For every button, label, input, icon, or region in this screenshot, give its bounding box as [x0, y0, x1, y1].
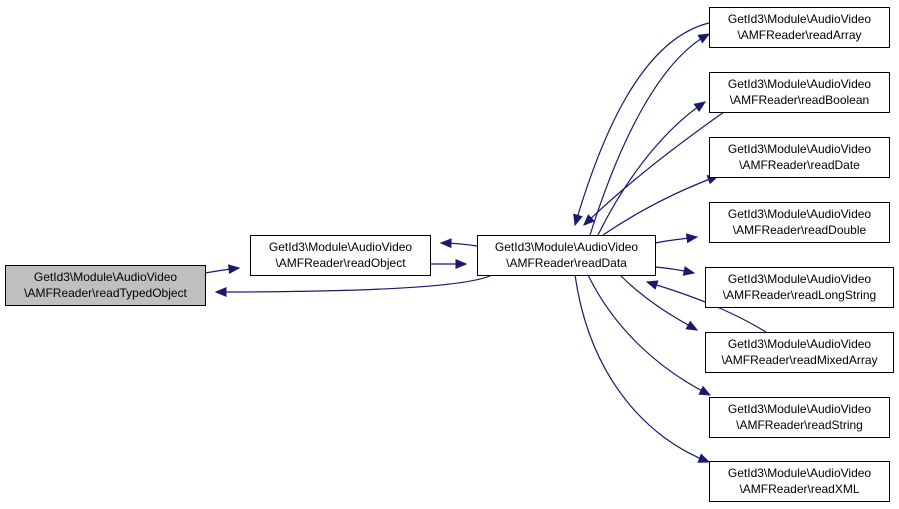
edge-line [589, 33, 710, 236]
arrowhead [685, 233, 699, 244]
node-readMixedArray[interactable]: GetId3\Module\AudioVideo \AMFReader\readM… [705, 332, 894, 373]
arrowhead [682, 266, 696, 276]
edge-readData-to-readBoolean [597, 101, 707, 236]
nodes-layer: GetId3\Module\AudioVideo \AMFReader\readT… [5, 7, 894, 502]
node-readBoolean[interactable]: GetId3\Module\AudioVideo \AMFReader\readB… [709, 72, 890, 113]
node-label-line1: GetId3\Module\AudioVideo [728, 466, 872, 480]
edge-line [574, 274, 710, 463]
arrowhead [697, 33, 711, 44]
arrowhead [228, 264, 241, 274]
node-label-line1: GetId3\Module\AudioVideo [728, 207, 872, 221]
node-label-line2: \AMFReader\readXML [739, 482, 859, 496]
arrowhead [697, 453, 711, 463]
arrowhead [583, 214, 595, 226]
edge-readData-to-readTypedObject [214, 274, 493, 297]
node-label-line1: GetId3\Module\AudioVideo [728, 12, 872, 26]
edge-readData-to-readMixedArray [619, 274, 699, 331]
node-box[interactable] [250, 235, 431, 276]
node-box[interactable] [709, 397, 890, 438]
arrowhead [573, 213, 583, 227]
node-box[interactable] [705, 332, 894, 373]
node-label-line1: GetId3\Module\AudioVideo [728, 272, 872, 286]
edge-line [583, 111, 725, 226]
node-readDouble[interactable]: GetId3\Module\AudioVideo \AMFReader\readD… [709, 202, 890, 243]
node-readData[interactable]: GetId3\Module\AudioVideo \AMFReader\readD… [477, 235, 656, 276]
node-label-line2: \AMFReader\readDouble [733, 223, 867, 237]
edges-layer [204, 22, 767, 463]
edge-readData-to-readXML [574, 274, 711, 463]
node-box[interactable] [709, 137, 890, 178]
edge-line [619, 274, 698, 331]
edge-readData-to-readDouble [654, 233, 699, 244]
edge-readData-to-readDate [602, 175, 720, 236]
edge-line [597, 101, 706, 236]
edge-readArray-to-readData [573, 22, 710, 227]
node-box[interactable] [709, 72, 890, 113]
node-label-line1: GetId3\Module\AudioVideo [728, 402, 872, 416]
node-readObject[interactable]: GetId3\Module\AudioVideo \AMFReader\readO… [250, 235, 431, 276]
node-box[interactable] [709, 461, 890, 502]
edge-line [587, 274, 711, 396]
arrowhead [439, 238, 452, 249]
edge-line [574, 22, 710, 226]
node-label-line1: GetId3\Module\AudioVideo [728, 337, 872, 351]
node-readLongString[interactable]: GetId3\Module\AudioVideo \AMFReader\readL… [705, 267, 894, 308]
arrowhead [685, 320, 699, 331]
arrowhead [645, 280, 659, 290]
arrowhead [693, 101, 707, 113]
arrowhead [698, 385, 712, 396]
node-label-line2: \AMFReader\readMixedArray [721, 353, 877, 367]
node-label-line1: GetId3\Module\AudioVideo [495, 240, 639, 254]
edge-readData-to-readArray [589, 33, 711, 236]
edge-readData-to-readLongString [654, 266, 696, 276]
node-label-line2: \AMFReader\readTypedObject [24, 286, 187, 300]
edge-readObject-to-readData [430, 259, 468, 269]
node-readArray[interactable]: GetId3\Module\AudioVideo \AMFReader\readA… [709, 7, 890, 48]
edge-readBoolean-to-readData [583, 111, 725, 226]
node-readXML[interactable]: GetId3\Module\AudioVideo \AMFReader\readX… [709, 461, 890, 502]
node-label-line1: GetId3\Module\AudioVideo [728, 142, 872, 156]
node-box[interactable] [709, 202, 890, 243]
node-box[interactable] [705, 267, 894, 308]
node-label-line1: GetId3\Module\AudioVideo [728, 77, 872, 91]
node-label-line2: \AMFReader\readString [736, 418, 863, 432]
node-label-line2: \AMFReader\readData [506, 256, 627, 270]
node-label-line2: \AMFReader\readArray [737, 28, 861, 42]
arrowhead [455, 259, 468, 269]
node-box[interactable] [5, 265, 206, 306]
edge-line [215, 274, 493, 293]
node-box[interactable] [477, 235, 656, 276]
node-label-line1: GetId3\Module\AudioVideo [34, 270, 178, 284]
node-label-line2: \AMFReader\readDate [739, 158, 860, 172]
edge-readTypedObject-to-readObject [204, 264, 241, 274]
arrowhead [214, 287, 227, 297]
edge-readData-to-readString [587, 274, 712, 396]
node-label-line2: \AMFReader\readLongString [723, 288, 876, 302]
node-label-line2: \AMFReader\readObject [275, 256, 406, 270]
node-box[interactable] [709, 7, 890, 48]
node-readString[interactable]: GetId3\Module\AudioVideo \AMFReader\readS… [709, 397, 890, 438]
edge-line [602, 175, 719, 236]
node-label-line2: \AMFReader\readBoolean [730, 93, 869, 107]
node-label-line1: GetId3\Module\AudioVideo [269, 240, 413, 254]
node-readDate[interactable]: GetId3\Module\AudioVideo \AMFReader\readD… [709, 137, 890, 178]
edge-readData-to-readObject [439, 238, 478, 249]
node-readTypedObject[interactable]: GetId3\Module\AudioVideo \AMFReader\readT… [5, 265, 206, 306]
